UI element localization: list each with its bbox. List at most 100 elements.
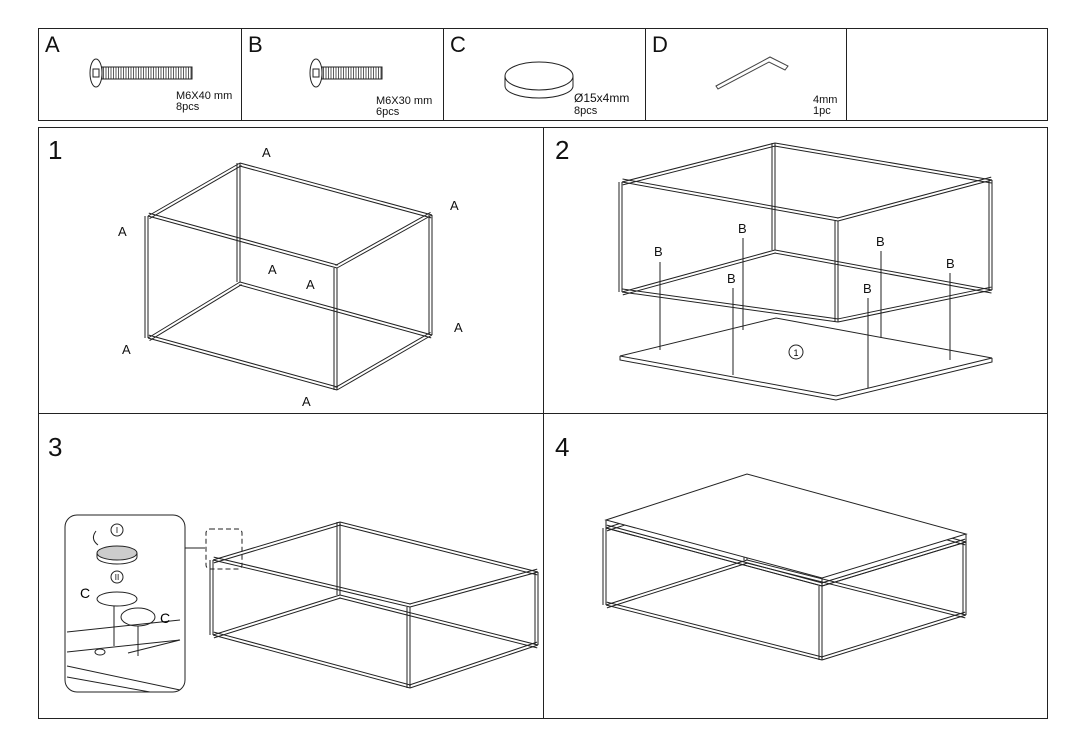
- part-spec-d: 4mm: [813, 94, 838, 106]
- frame-tube: [605, 559, 748, 606]
- frame-tube: [335, 211, 431, 266]
- guide-lines: [659, 238, 951, 388]
- part-letter-c: C: [450, 32, 466, 57]
- frame-tube: [149, 165, 242, 220]
- step-number-4: 4: [555, 432, 570, 462]
- frame-tube: [148, 334, 338, 388]
- felt-pad-detail-inset: [64, 514, 243, 693]
- felt-pad-label: C: [80, 585, 90, 601]
- screw-label: B: [946, 256, 955, 271]
- frame-tube: [820, 538, 966, 584]
- frame-tube: [774, 249, 993, 291]
- frame-tube: [837, 286, 992, 320]
- frame-tube: [212, 559, 411, 608]
- frame-tube: [239, 162, 433, 216]
- frame-tube: [239, 284, 432, 339]
- frame-tube: [837, 289, 993, 323]
- screw-label: A: [122, 342, 131, 357]
- felt-pad-label: C: [160, 610, 170, 626]
- frame-tube: [622, 145, 776, 186]
- part-qty-b: 6pcs: [376, 106, 400, 118]
- screw-label: B: [863, 281, 872, 296]
- step2-frame: [618, 142, 993, 323]
- substep-label-2: II: [115, 573, 119, 582]
- step1-frame: [144, 162, 433, 391]
- frame-tube: [821, 614, 967, 661]
- table-top-board: [619, 317, 993, 401]
- frame-tube: [606, 524, 823, 584]
- part-qty-c: 8pcs: [574, 105, 598, 117]
- frame-tube: [213, 556, 411, 605]
- step-number-1: 1: [48, 135, 63, 165]
- part-letter-d: D: [652, 32, 668, 57]
- allen-key-icon: [715, 56, 789, 90]
- frame-tube: [622, 252, 776, 296]
- screw-label: A: [302, 394, 311, 409]
- frame-tube: [213, 524, 342, 564]
- screw-label: A: [118, 224, 127, 239]
- part-spec-b: M6X30 mm: [376, 95, 433, 107]
- part-qty-d: 1pc: [813, 105, 831, 117]
- screw-label: B: [727, 271, 736, 286]
- assembled-table-top: [604, 473, 968, 587]
- part-letter-b: B: [248, 32, 263, 57]
- frame-tube: [606, 601, 823, 658]
- screw-label: A: [450, 198, 459, 213]
- frame-tube: [606, 562, 749, 609]
- screw-label: A: [306, 277, 315, 292]
- frame-tube: [409, 571, 539, 608]
- frame-tube: [621, 181, 839, 222]
- frame-tube: [621, 291, 839, 323]
- frame-tube: [622, 178, 839, 219]
- screw-label: B: [876, 234, 885, 249]
- part-letter-a: A: [45, 32, 60, 57]
- frame-tube: [149, 284, 242, 341]
- frame-tube: [774, 252, 992, 294]
- frame-tube: [409, 644, 539, 689]
- frame-tube: [621, 142, 776, 183]
- frame-tube: [147, 281, 241, 339]
- screw-label: B: [654, 244, 663, 259]
- frame-tube: [212, 521, 341, 561]
- step-number-3: 3: [48, 432, 63, 462]
- frame-tube: [213, 631, 411, 686]
- frame-tube: [746, 559, 967, 616]
- frame-tube: [837, 179, 993, 222]
- frame-tube: [409, 568, 538, 605]
- felt-pad-icon: [504, 61, 574, 99]
- frame-tube: [212, 594, 341, 636]
- frame-tube: [147, 215, 338, 269]
- frame-tube: [339, 521, 539, 573]
- screw-label: A: [268, 262, 277, 277]
- substep-label-1: I: [116, 526, 118, 535]
- long-screw-icon: [89, 58, 193, 88]
- frame-tube: [339, 597, 538, 649]
- step-panel-4: [543, 413, 1048, 719]
- frame-tube: [774, 142, 993, 181]
- part-spec-a: M6X40 mm: [176, 90, 233, 102]
- frame-tube: [837, 176, 992, 219]
- frame-tube: [239, 281, 433, 336]
- frame-tube: [339, 594, 539, 646]
- short-screw-icon: [309, 58, 383, 88]
- frame-tube: [820, 611, 966, 658]
- frame-tube: [339, 524, 538, 576]
- part-spec-c: Ø15x4mm: [574, 91, 630, 105]
- frame-tube: [336, 214, 433, 269]
- frame-tube: [239, 165, 432, 219]
- screw-label: B: [738, 221, 747, 236]
- frame-tube: [621, 249, 776, 293]
- frame-tube: [622, 288, 839, 320]
- screw-label: A: [454, 320, 463, 335]
- frame-tube: [774, 145, 992, 184]
- part-qty-a: 8pcs: [176, 101, 200, 113]
- step3-frame: [209, 521, 539, 689]
- part-cell-d: [645, 28, 847, 121]
- frame-tube: [148, 212, 338, 266]
- step-number-2: 2: [555, 135, 570, 165]
- frame-tube: [212, 634, 411, 689]
- frame-tube: [213, 597, 342, 639]
- frame-tube: [336, 334, 433, 391]
- frame-tube: [335, 331, 431, 388]
